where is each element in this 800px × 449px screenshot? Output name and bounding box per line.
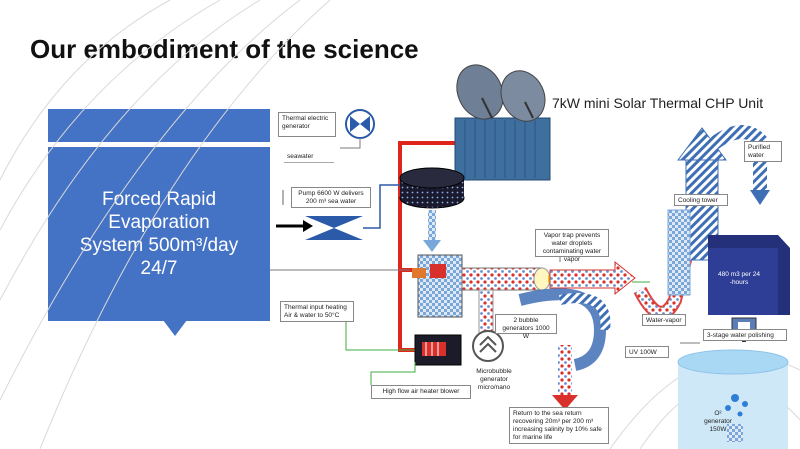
label-o2-generator: O² generator 150W <box>704 410 732 433</box>
label-return-sea: Return to the sea return recovering 20m³… <box>509 407 609 444</box>
label-tank-capacity: 480 m3 per 24 -hours <box>718 271 760 286</box>
evaporation-tube <box>461 260 636 296</box>
brine-return-arrow <box>518 288 611 410</box>
cooling-tower <box>667 125 770 296</box>
pump-lines <box>282 184 400 229</box>
callout-line-4: 24/7 <box>140 258 178 279</box>
label-air-heater: High flow air heater blower <box>371 385 471 399</box>
label-vapor-trap: Vapor trap prevents water droplets conta… <box>535 229 609 263</box>
label-pump: Pump 6600 W delivers 200 m³ sea water <box>291 187 371 208</box>
header-bar <box>48 109 270 142</box>
callout-pointer <box>163 320 187 336</box>
slide-title: Our embodiment of the science <box>30 34 419 64</box>
vapor-arrow <box>633 238 697 320</box>
pump-icon <box>305 216 363 240</box>
label-seawater: seawater <box>284 151 334 163</box>
spray-drum <box>399 167 465 209</box>
label-water-vapor: Water-vapor <box>642 314 686 326</box>
generator-icon <box>345 109 375 139</box>
seawater-inlet-arrow <box>276 220 313 232</box>
storage-tank <box>708 235 790 315</box>
solar-dish-icon <box>456 64 546 122</box>
label-polishing: 3-stage water polishing <box>703 329 787 341</box>
air-heater-icon <box>414 334 462 366</box>
label-cooling-tower: Cooling tower <box>674 194 728 206</box>
heat-exchanger <box>412 254 463 318</box>
system-callout: Forced Rapid Evaporation System 500m³/da… <box>48 147 270 321</box>
callout-line-1: Forced Rapid <box>101 189 217 210</box>
label-bubble-generators: 2 bubble generators 1000 W <box>495 314 557 340</box>
label-thermal-input: Thermal input heating Air & water to 50°… <box>280 301 354 322</box>
water-tank <box>677 349 789 449</box>
unit-title: 7kW mini Solar Thermal CHP Unit <box>552 95 764 111</box>
label-purified-water: Purified water <box>744 141 782 162</box>
callout-line-2: Evaporation <box>108 212 210 233</box>
label-thermal-electric-generator: Thermal electric generator <box>278 112 336 137</box>
label-uv: UV 100W <box>625 346 669 358</box>
callout-line-3: System 500m³/day <box>79 235 239 256</box>
chp-container <box>454 117 551 181</box>
feed-down-arrow <box>423 210 441 252</box>
microbubble-generator-icon <box>472 330 504 362</box>
label-microbubble: Microbubble generator micro/nano <box>476 368 512 391</box>
